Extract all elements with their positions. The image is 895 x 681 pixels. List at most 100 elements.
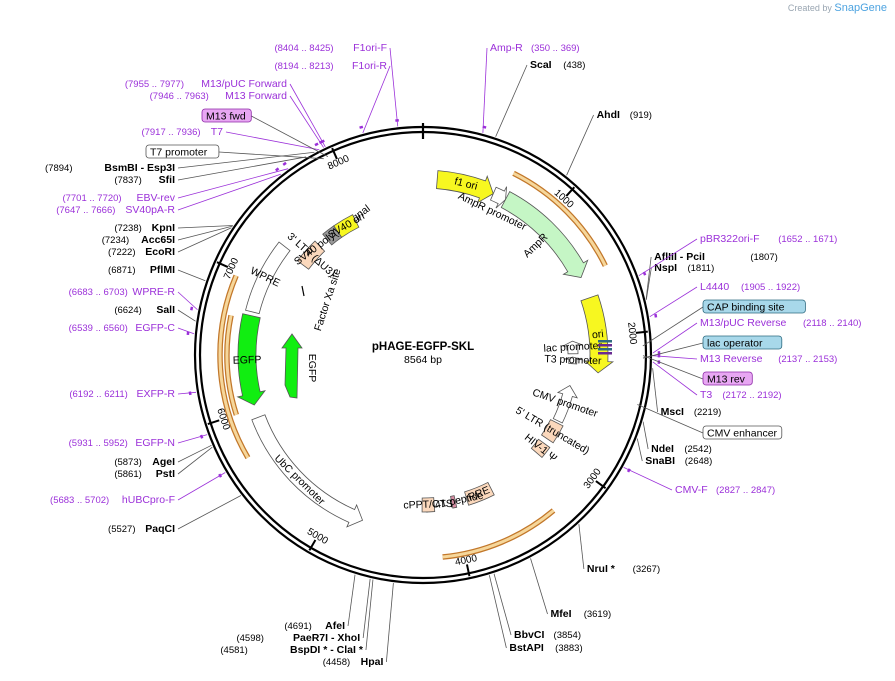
boxed-label-cmv-enhancer[interactable]: CMV enhancer: [637, 404, 783, 440]
primer-m13-reverse[interactable]: M13 Reverse(2137 .. 2153): [652, 353, 837, 365]
feature-lac-promoter[interactable]: [562, 340, 583, 355]
site-paer7i-xhoi[interactable]: PaeR7I - XhoI(4598): [236, 578, 371, 644]
label-layer[interactable]: ScaI(438)AhdI(919) AflIII - PciI(1807)Nsp…: [45, 42, 861, 668]
site-hpai[interactable]: HpaI(4458): [323, 583, 394, 668]
primer-mark: [654, 313, 658, 318]
primer-name: Amp-R: [490, 42, 523, 54]
site-bspdi-clai[interactable]: BspDI * - ClaI *(4581): [220, 579, 374, 656]
site-sali[interactable]: SalI (6624): [114, 304, 196, 322]
site-kpni[interactable]: KpnI(7238): [114, 222, 233, 234]
primer-l4440[interactable]: L4440(1905 .. 1922): [649, 281, 800, 318]
feature-hiv-1[interactable]: [530, 438, 551, 459]
primer-m13-puc-reverse[interactable]: M13/pUC Reverse(2118 .. 2140): [652, 317, 861, 355]
primer-egfp-c[interactable]: EGFP-C(6539 .. 6560): [69, 322, 195, 336]
feature-label-sv40-ori: SV40 ori: [326, 210, 367, 241]
site-leader: [365, 579, 374, 651]
primer-range: (7647 .. 7666): [56, 205, 115, 216]
feature-label-lac-promoter: lac promoter: [543, 340, 602, 355]
site-afei[interactable]: AfeI(4691): [284, 574, 356, 632]
boxed-label-lac-operator[interactable]: lac operator: [642, 335, 783, 359]
primer-egfp-n[interactable]: EGFP-N(5931 .. 5952): [69, 434, 208, 449]
primer-name: EGFP-N: [135, 437, 175, 449]
primer-hubcpro-f[interactable]: hUBCpro-F(5683 .. 5702): [50, 472, 226, 506]
primer-name: CMV-F: [675, 484, 708, 496]
boxed-label-bg: [702, 335, 783, 350]
feature-egfp[interactable]: [236, 313, 266, 406]
site-mfei[interactable]: MfeI(3619): [530, 558, 612, 620]
feature-wpre[interactable]: [245, 241, 291, 315]
primer-leader: [177, 168, 289, 199]
primer-pbr322ori-f[interactable]: pBR322ori-F(1652 .. 1671): [638, 233, 837, 277]
site-paqci[interactable]: PaqCI(5527): [108, 495, 242, 535]
boxed-label-cap-binding-site[interactable]: CAP binding site: [642, 299, 806, 347]
primer-leader: [177, 327, 195, 335]
credit: Created by SnapGene: [788, 2, 887, 14]
feature-cppt-cts[interactable]: [421, 497, 436, 513]
site-agei[interactable]: AgeI(5873): [114, 444, 212, 468]
primer-amp-r[interactable]: Amp-R(350 .. 369): [482, 42, 580, 133]
primer-leader: [362, 65, 391, 134]
feature-5-ltr-truncated[interactable]: [540, 419, 564, 444]
site-leader: [530, 558, 548, 615]
site-name: BsmBI - Esp3I: [104, 162, 175, 174]
site-position: (3267): [633, 564, 660, 575]
site-pflmi[interactable]: PflMI(6871): [108, 264, 206, 282]
feature-3-ltr-u3[interactable]: [296, 240, 326, 270]
feature-ampr-promoter[interactable]: [489, 186, 508, 209]
primer-name: T3: [700, 389, 712, 401]
site-snabi[interactable]: SnaBI(2648): [636, 438, 712, 467]
boxed-label-text: CAP binding site: [707, 302, 785, 314]
primer-ebv-rev[interactable]: EBV-rev(7701 .. 7720): [62, 161, 289, 204]
feature-cmv-promoter[interactable]: [552, 384, 579, 424]
site-acc65i[interactable]: Acc65I(7234): [102, 225, 233, 246]
site-bbvci[interactable]: BbvCI(3854): [493, 573, 581, 641]
primer-m13-forward[interactable]: M13 Forward(7946 .. 7963): [150, 90, 324, 148]
boxed-label-t7-promoter[interactable]: T7 promoter: [145, 144, 324, 160]
boxed-label-m13-fwd[interactable]: M13 fwd: [201, 108, 329, 157]
inner-feature-egfp[interactable]: [281, 333, 303, 399]
site-bstapi[interactable]: BstAPI(3883): [488, 575, 583, 654]
primer-wpre-r[interactable]: WPRE-R(6683 .. 6703): [69, 286, 198, 311]
site-bsmbi-esp3i[interactable]: BsmBI - Esp3I(7894): [45, 151, 315, 174]
site-afliii-pcii[interactable]: AflIII - PciI(1807): [645, 251, 778, 300]
site-scai[interactable]: ScaI(438): [495, 59, 586, 137]
primer-cmv-f[interactable]: CMV-F(2827 .. 2847): [623, 467, 775, 496]
feature-t3-promoter[interactable]: [563, 356, 583, 365]
orf-arc-2: [218, 275, 250, 459]
primer-t3[interactable]: T3(2172 .. 2192): [652, 360, 782, 401]
site-name: BspDI * - ClaI *: [290, 644, 364, 656]
feature-f1-ori[interactable]: [436, 170, 494, 204]
site-name: SalI: [156, 304, 175, 316]
site-name: PflMI: [150, 264, 175, 276]
orf-layer: [217, 170, 608, 560]
primer-leader: [623, 467, 673, 491]
feature-sv40-ori[interactable]: [333, 214, 360, 238]
site-sfii[interactable]: SfiI(7837): [114, 156, 307, 186]
primer-f1ori-f[interactable]: F1ori-F(8404 .. 8425): [274, 42, 399, 127]
site-nspi[interactable]: NspI(1811): [645, 262, 714, 300]
site-position: (6624): [114, 305, 141, 316]
site-leader: [177, 151, 315, 169]
primer-t7[interactable]: T7(7917 .. 7936): [141, 126, 320, 151]
site-psti[interactable]: PstI(5861): [114, 446, 213, 480]
primer-mark: [199, 434, 204, 439]
boxed-label-m13-rev[interactable]: M13 rev: [642, 355, 753, 386]
site-name: MscI: [661, 406, 684, 418]
site-leader: [362, 578, 371, 639]
boxed-leader: [218, 151, 324, 160]
site-ndei[interactable]: NdeI(2542): [642, 421, 712, 455]
site-name: KpnI: [152, 222, 175, 234]
primer-exfp-r[interactable]: EXFP-R(6192 .. 6211): [69, 388, 197, 400]
feature-ubc-promoter[interactable]: [251, 414, 364, 528]
primer-name: F1ori-R: [352, 60, 387, 72]
feature-ampr[interactable]: [500, 191, 589, 279]
feature-gp41-peptide[interactable]: [450, 495, 458, 509]
site-ecori[interactable]: EcoRI(7222): [108, 227, 232, 258]
site-msci[interactable]: MscI(2219): [652, 368, 722, 418]
primer-name: M13/pUC Reverse: [700, 317, 787, 329]
primer-f1ori-r[interactable]: F1ori-R(8194 .. 8213): [274, 60, 391, 134]
feature-rre[interactable]: [464, 481, 495, 506]
site-nrui[interactable]: NruI *(3267): [578, 524, 660, 575]
primer-sv40pa-r[interactable]: SV40pA-R(7647 .. 7666): [56, 167, 281, 216]
site-ahdi[interactable]: AhdI(919): [566, 109, 652, 176]
